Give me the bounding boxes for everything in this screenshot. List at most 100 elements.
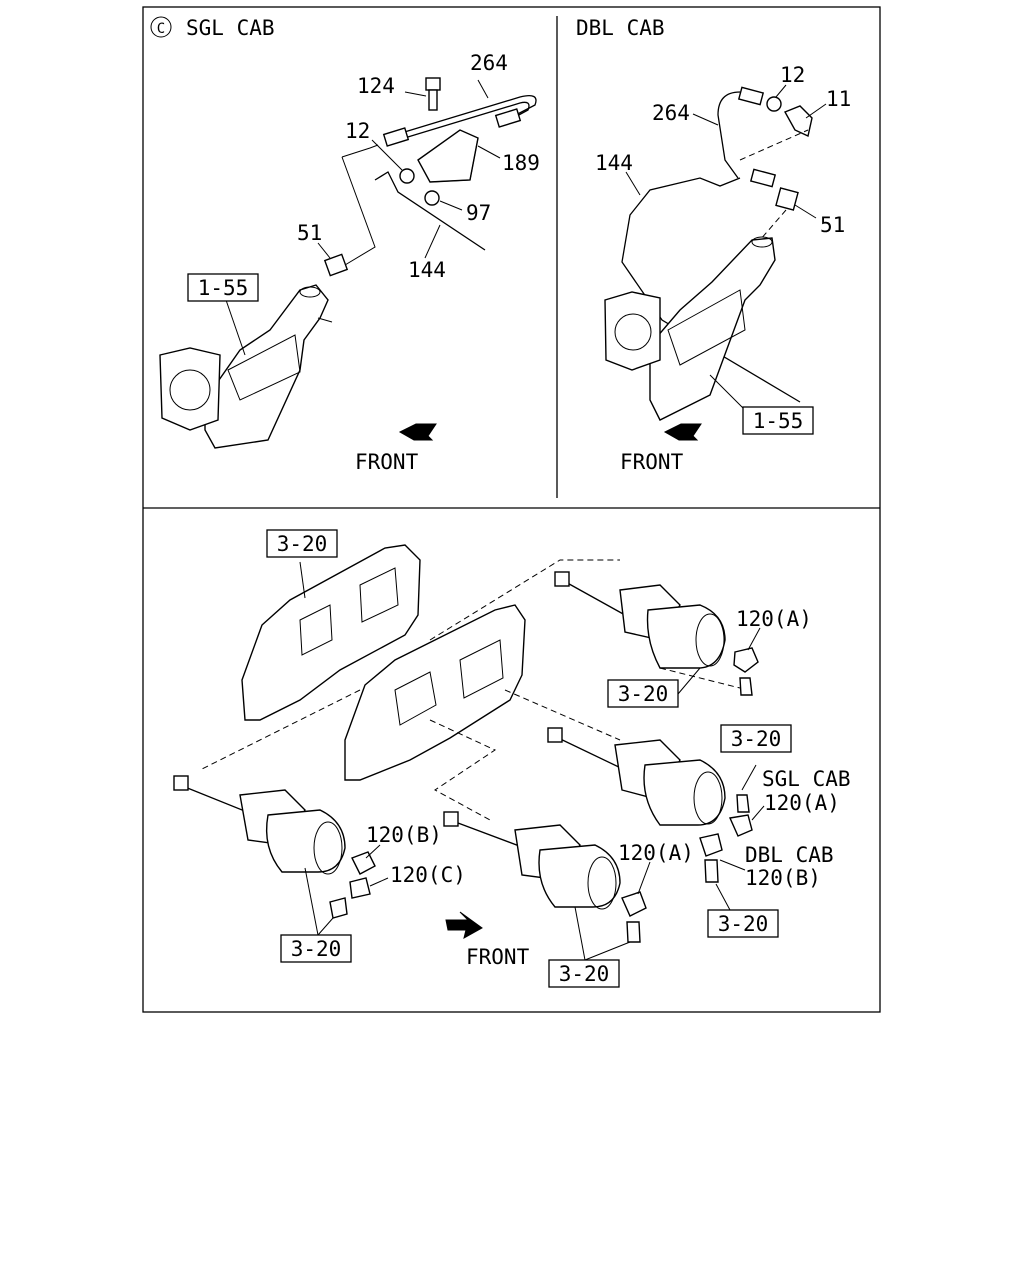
ref-box-3-20-frame — [266, 529, 338, 558]
leader-97 — [439, 200, 463, 211]
fitting-120c-left — [349, 877, 371, 899]
leader-264-dbl — [692, 113, 719, 126]
front-label-sgl: FRONT — [355, 450, 419, 474]
fitting-51 — [323, 253, 349, 277]
pipe-264-dbl — [717, 91, 741, 179]
front-label-bottom: FRONT — [466, 945, 530, 969]
leader-51-dbl — [794, 204, 817, 219]
fitting-120b-left — [351, 851, 376, 875]
nut-97 — [424, 190, 440, 206]
leader-ref-3-20-frame — [299, 561, 306, 599]
label-120a-top: 120(A) — [736, 607, 812, 631]
dbl-cab-title: DBL CAB — [576, 16, 665, 40]
leader-144 — [424, 224, 441, 259]
front-arrow-icon-sgl — [398, 423, 437, 441]
front-label-dbl: FRONT — [620, 450, 684, 474]
leader-120a-bottom — [637, 861, 651, 895]
label-97: 97 — [466, 201, 491, 225]
copyright-icon — [150, 16, 172, 38]
fitting-120a-bottom — [621, 891, 647, 917]
assembly-line-dbl — [739, 129, 809, 161]
label-264-dbl: 264 — [652, 101, 690, 125]
leader-ref-3-20-left-a — [304, 867, 319, 936]
exhaust-manifold-sgl — [159, 284, 333, 449]
panel-dbl-cab: DBL CAB 264 12 11 144 51 — [576, 16, 851, 474]
leader-ref-3-20-right — [715, 883, 731, 911]
label-51: 51 — [297, 221, 322, 245]
pipe-264 — [387, 94, 537, 138]
label-144: 144 — [408, 258, 446, 282]
pipe-264-inner — [387, 101, 530, 144]
label-124: 124 — [357, 74, 395, 98]
leader-120a-top — [747, 627, 761, 651]
pipe-264-nut-right — [494, 108, 522, 128]
fitting-120b-right — [704, 859, 719, 883]
copyright-mark: C — [157, 21, 165, 37]
leader-264 — [477, 79, 489, 99]
leader-ref-1-55-dbl — [709, 374, 746, 411]
leader-124 — [404, 91, 427, 97]
ref-box-3-20-left — [280, 934, 352, 963]
ref-3-20-left: 3-20 — [291, 937, 342, 961]
tee-fitting-11 — [784, 105, 813, 137]
label-51-dbl: 51 — [820, 213, 845, 237]
label-dbl-cab: DBL CAB — [745, 843, 834, 867]
ref-1-55-sgl: 1-55 — [198, 276, 249, 300]
nut-12 — [399, 168, 415, 184]
leader-120b-left — [365, 844, 381, 859]
ref-box-3-20-bottom — [548, 959, 620, 988]
label-120b-right: 120(B) — [745, 866, 821, 890]
label-189: 189 — [502, 151, 540, 175]
leader-120a-mid — [751, 805, 765, 821]
ref-box-3-20-top — [607, 679, 679, 708]
leader-120b-right — [719, 859, 746, 871]
leader-ref-3-20-mid — [741, 764, 757, 791]
leader-12-dbl — [775, 84, 787, 98]
brake-chamber-mid — [547, 727, 726, 826]
diagram-frame — [142, 6, 881, 1013]
label-120c-left: 120(C) — [390, 863, 466, 887]
assembly-line-center — [429, 719, 497, 821]
leader-144-dbl — [625, 171, 641, 196]
leader-120c-left — [369, 877, 389, 887]
ref-box-3-20-mid — [720, 724, 792, 753]
panel-bottom: 3-20 120(A) 3-20 — [173, 529, 851, 988]
bracket-189 — [417, 129, 479, 183]
label-264: 264 — [470, 51, 508, 75]
label-sgl-cab: SGL CAB — [762, 767, 851, 791]
fitting-51-dbl — [775, 187, 799, 211]
ref-box-3-20-right — [707, 909, 779, 938]
pipe-264-nut-left — [382, 127, 410, 147]
brake-chamber-top — [554, 571, 759, 696]
ref-box-1-55-dbl — [742, 406, 814, 435]
leader-ref-3-20-left-b — [317, 917, 334, 936]
fitting-120a-top — [733, 647, 759, 673]
ref-box-1-55-sgl — [187, 273, 259, 302]
leader-11 — [805, 103, 827, 119]
ref-3-20-right: 3-20 — [718, 912, 769, 936]
leader-ref-3-20-bottom-a — [574, 906, 586, 961]
brake-chamber-left — [173, 775, 376, 919]
bolt-124-head — [425, 77, 441, 91]
leader-51 — [317, 242, 331, 259]
ref-3-20-frame: 3-20 — [277, 532, 328, 556]
ref-3-20-top: 3-20 — [618, 682, 669, 706]
leader-ref-3-20-top — [677, 667, 701, 695]
panel-sgl-cab: C SGL CAB 124 264 189 12 97 144 — [150, 16, 540, 474]
assembly-line-51 — [759, 209, 787, 241]
label-120a-bottom: 120(A) — [618, 841, 694, 865]
front-arrow-icon-dbl — [663, 423, 702, 441]
label-12-dbl: 12 — [780, 63, 805, 87]
sensor-rod-144 — [374, 171, 486, 251]
label-12: 12 — [345, 119, 370, 143]
exhaust-manifold-dbl — [604, 236, 776, 421]
bracket-189-edge — [429, 137, 479, 183]
nut-12-dbl — [766, 96, 782, 112]
leader-189 — [477, 145, 501, 159]
connector-line — [341, 144, 379, 266]
label-120a-mid: 120(A) — [764, 791, 840, 815]
fitting-120a-mid — [728, 814, 753, 837]
label-120b-left: 120(B) — [366, 823, 442, 847]
chassis-frame-front — [344, 604, 526, 781]
